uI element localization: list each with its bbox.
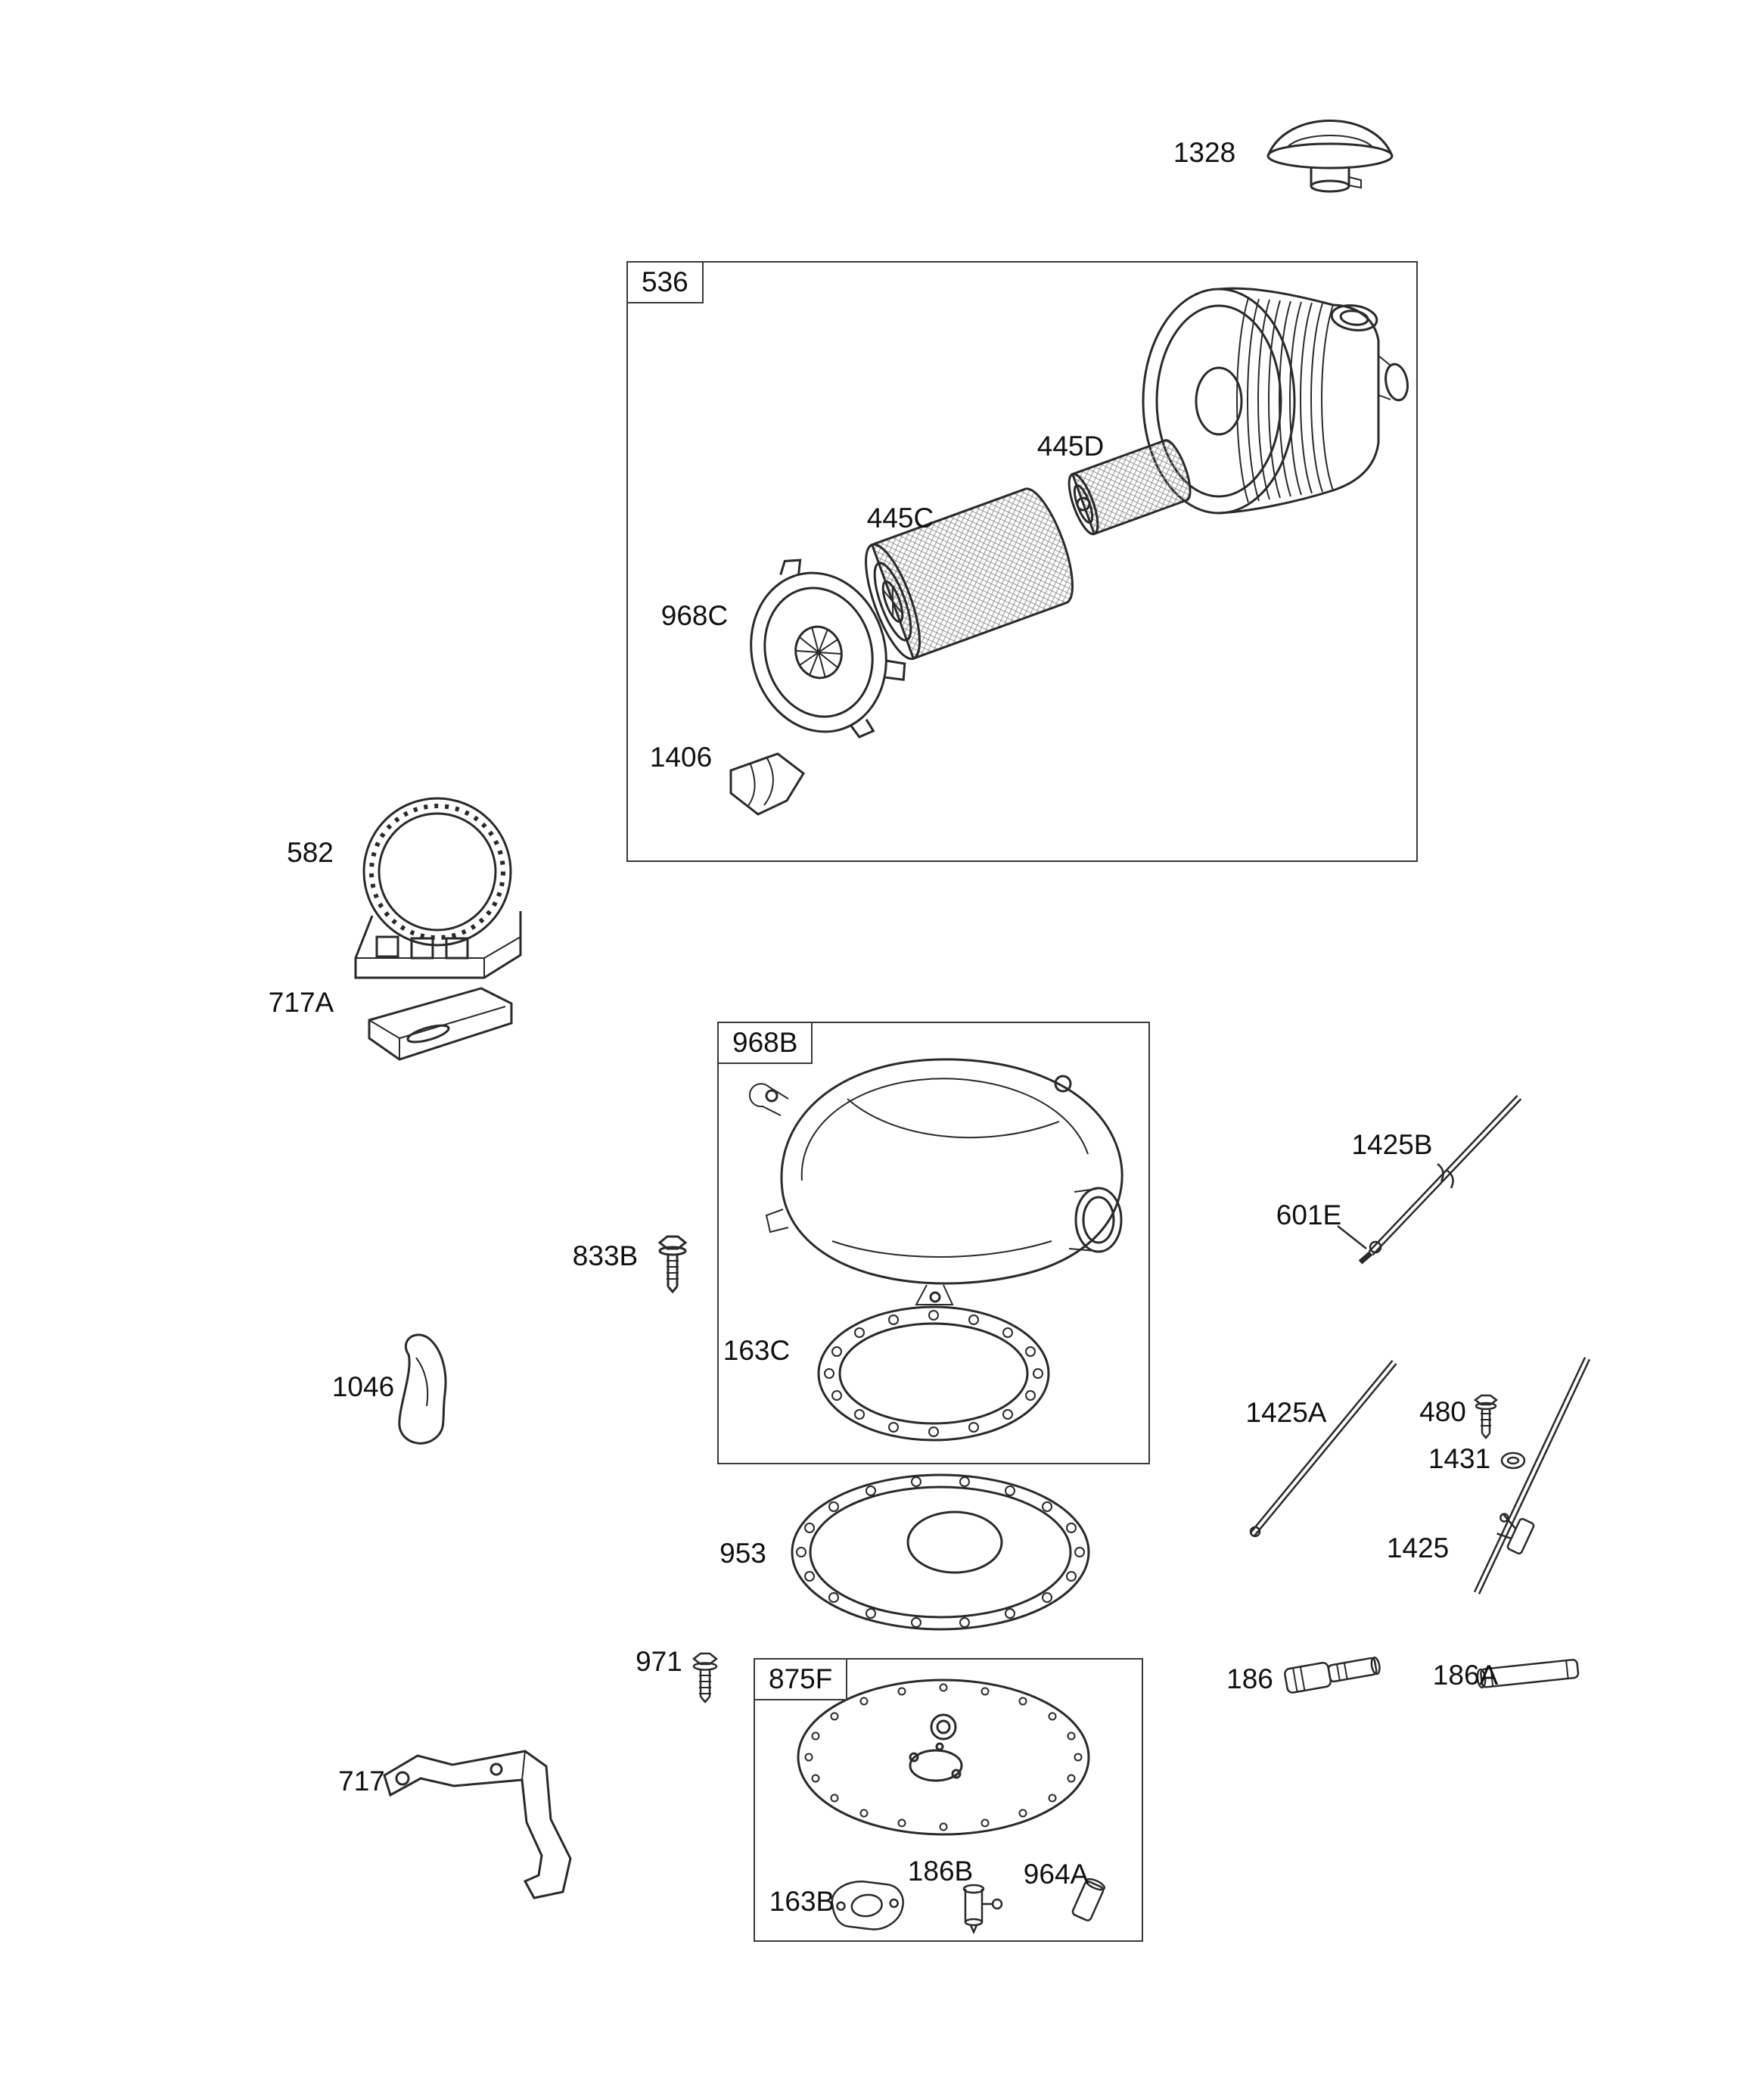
callout-1431: 1431 (1428, 1443, 1491, 1474)
callout-717a: 717A (268, 987, 334, 1018)
part-953-diaphragm-icon (791, 1473, 1090, 1631)
part-1425-rod-clamp-icon (1473, 1357, 1591, 1594)
callout-964a: 964A (1023, 1859, 1089, 1890)
callout-582: 582 (287, 837, 334, 868)
part-582-clamp-bracket-icon (354, 797, 522, 979)
part-968c-filter-cover-icon (750, 558, 906, 739)
group-box-968b: 968B (717, 1022, 1150, 1464)
callout-445d: 445D (1036, 431, 1105, 462)
part-163c-gasket-icon (817, 1305, 1050, 1442)
callout-445c: 445C (866, 502, 934, 534)
callout-163c: 163C (723, 1335, 791, 1366)
callout-186: 186 (1226, 1663, 1273, 1694)
part-445d-filter-cartridge-icon (1068, 439, 1192, 536)
callout-1425b: 1425B (1351, 1129, 1433, 1160)
part-833b-screw-icon (657, 1235, 688, 1294)
part-717-bracket-icon (383, 1750, 572, 1899)
callout-1425a: 1425A (1245, 1397, 1327, 1428)
group-box-875f: 875F (754, 1658, 1143, 1942)
group-box-968b-tag: 968B (717, 1022, 813, 1065)
part-1046-grommet-icon (398, 1333, 447, 1445)
callout-480: 480 (1419, 1396, 1466, 1427)
callout-163b: 163B (769, 1886, 835, 1917)
callout-1406: 1406 (649, 742, 713, 773)
callout-1425: 1425 (1386, 1532, 1450, 1563)
part-1425a-rod-icon (1249, 1360, 1397, 1538)
part-186a-fuel-pipe-icon (1476, 1659, 1580, 1689)
part-163b-gasket-icon (831, 1881, 904, 1930)
leader-601e (1337, 1225, 1367, 1249)
callout-971: 971 (636, 1646, 682, 1677)
callout-833b: 833B (572, 1240, 639, 1271)
part-445c-filter-element-icon (865, 487, 1074, 661)
group-box-875f-tag: 875F (754, 1658, 848, 1701)
callout-968c: 968C (660, 600, 729, 631)
callout-1328: 1328 (1173, 137, 1236, 168)
part-1425b-rod-icon (1358, 1094, 1522, 1265)
callout-953: 953 (719, 1538, 766, 1569)
part-1431-washer-icon (1500, 1451, 1526, 1470)
callout-717: 717 (338, 1766, 385, 1797)
part-1406-deflector-icon (729, 752, 805, 816)
part-875f-plate-icon (797, 1678, 1090, 1836)
callout-1046: 1046 (331, 1371, 395, 1402)
callout-601e: 601E (1276, 1199, 1342, 1230)
part-186-fuel-connector-icon (1284, 1657, 1381, 1694)
part-717a-bracket-plate-icon (368, 987, 513, 1061)
callout-186b: 186B (907, 1856, 974, 1887)
part-1328-air-cleaner-cap-icon (1266, 120, 1394, 193)
group-box-536-tag: 536 (626, 261, 704, 304)
part-968b-base-body-icon (748, 1058, 1123, 1305)
part-186b-inlet-valve-icon (962, 1884, 1003, 1935)
part-air-cleaner-body-icon (1142, 287, 1409, 515)
part-964a-sleeve-icon (1071, 1878, 1106, 1921)
group-box-536: 536 (626, 261, 1418, 862)
part-480-screw-icon (1473, 1394, 1499, 1439)
part-971-screw-icon (691, 1652, 719, 1703)
callout-186a: 186A (1432, 1660, 1499, 1691)
